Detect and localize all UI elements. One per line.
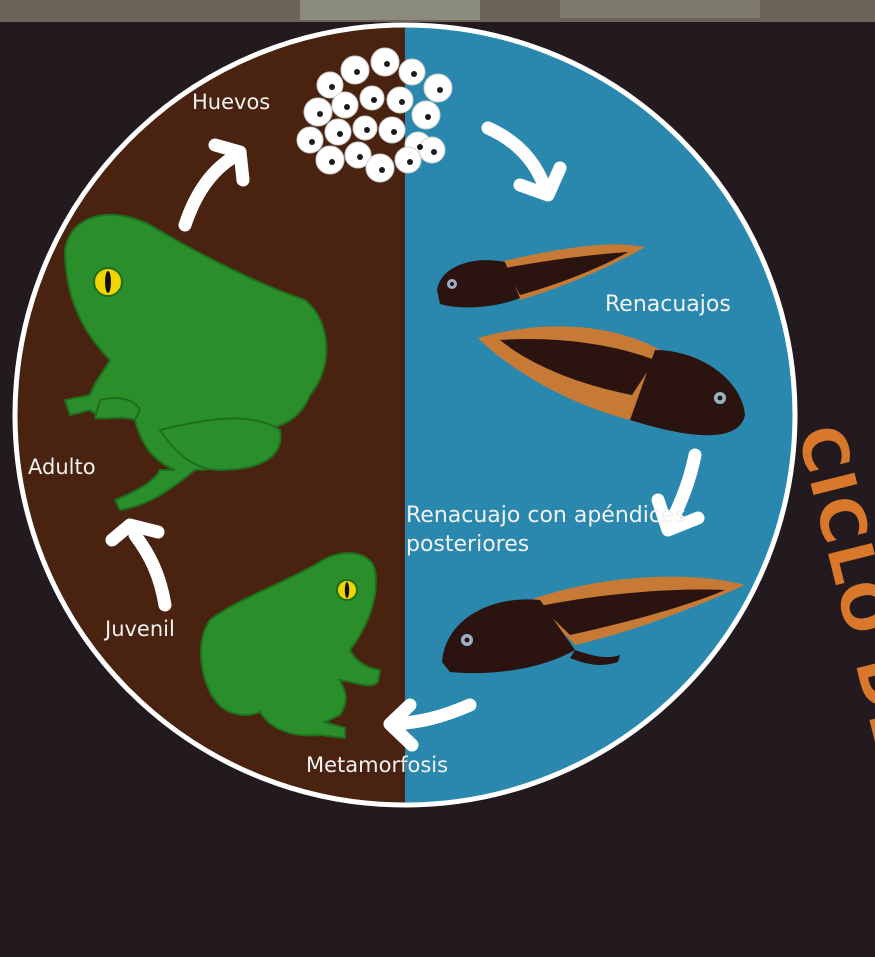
label-metamorphosis: Metamorfosis: [306, 753, 448, 778]
cycle-illustration: [0, 0, 875, 854]
label-tadpoles: Renacuajos: [605, 292, 731, 318]
label-juvenile: Juvenil: [105, 617, 175, 642]
label-tadpole-with-legs: Renacuajo con apéndices posteriores: [406, 502, 726, 559]
life-cycle-diagram: Huevos Renacuajos Renacuajo con apéndice…: [0, 0, 875, 854]
label-adult: Adulto: [28, 455, 96, 480]
label-eggs: Huevos: [192, 90, 270, 115]
